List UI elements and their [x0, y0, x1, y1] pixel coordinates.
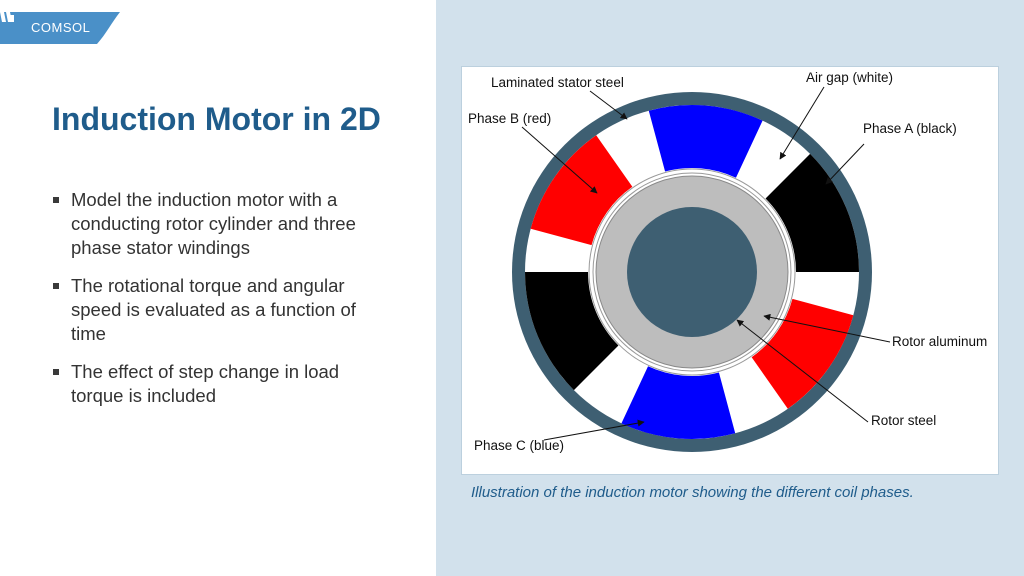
rotor-steel: [627, 207, 757, 337]
bullet-text: Model the induction motor with a conduct…: [71, 189, 356, 258]
arrow-rotor-aluminum: [763, 313, 891, 343]
motor-cross-section: [512, 92, 872, 452]
bullet-list: Model the induction motor with a conduct…: [52, 188, 382, 422]
coil-phase-a-upper: [765, 153, 859, 272]
comsol-mark-icon: [0, 12, 14, 22]
label-phase-a: Phase A (black): [863, 121, 957, 136]
coil-phase-a-lower: [525, 272, 619, 391]
arrow-phase-c: [543, 419, 645, 441]
arrow-rotor-steel: [736, 319, 869, 423]
slide-title: Induction Motor in 2D: [52, 101, 381, 137]
bullet-text: The effect of step change in load torque…: [71, 361, 340, 406]
bullet-item: The rotational torque and angular speed …: [52, 274, 382, 346]
arrow-phase-b: [521, 126, 598, 194]
label-phase-b: Phase B (red): [468, 111, 551, 126]
logo-text: COMSOL: [31, 20, 91, 35]
bullet-item: Model the induction motor with a conduct…: [52, 188, 382, 260]
figure-caption: Illustration of the induction motor show…: [471, 484, 914, 501]
arrow-phase-a: [825, 143, 865, 185]
comsol-logo: COMSOL: [0, 12, 120, 44]
label-rotor-aluminum: Rotor aluminum: [892, 334, 987, 349]
bullet-square-icon: [53, 369, 59, 375]
label-laminated-stator: Laminated stator steel: [491, 75, 624, 90]
label-air-gap: Air gap (white): [806, 70, 893, 85]
figure-annotations: Laminated stator steel Air gap (white) P…: [468, 70, 987, 453]
coil-phase-c-top: [648, 105, 763, 178]
bullet-item: The effect of step change in load torque…: [52, 360, 382, 408]
air-gap-ring-inner: [592, 172, 792, 372]
bullet-square-icon: [53, 283, 59, 289]
coil-phase-b-lower: [751, 298, 854, 409]
label-rotor-steel: Rotor steel: [871, 413, 936, 428]
motor-figure: Laminated stator steel Air gap (white) P…: [461, 66, 999, 475]
label-phase-c: Phase C (blue): [474, 438, 564, 453]
arrow-laminated-stator: [589, 90, 628, 120]
bullet-text: The rotational torque and angular speed …: [71, 275, 356, 344]
arrow-air-gap: [779, 86, 825, 160]
stator-coils: [525, 105, 859, 439]
bullet-square-icon: [53, 197, 59, 203]
coil-phase-c-bottom: [621, 366, 736, 439]
coil-phase-b-upper: [530, 135, 633, 246]
